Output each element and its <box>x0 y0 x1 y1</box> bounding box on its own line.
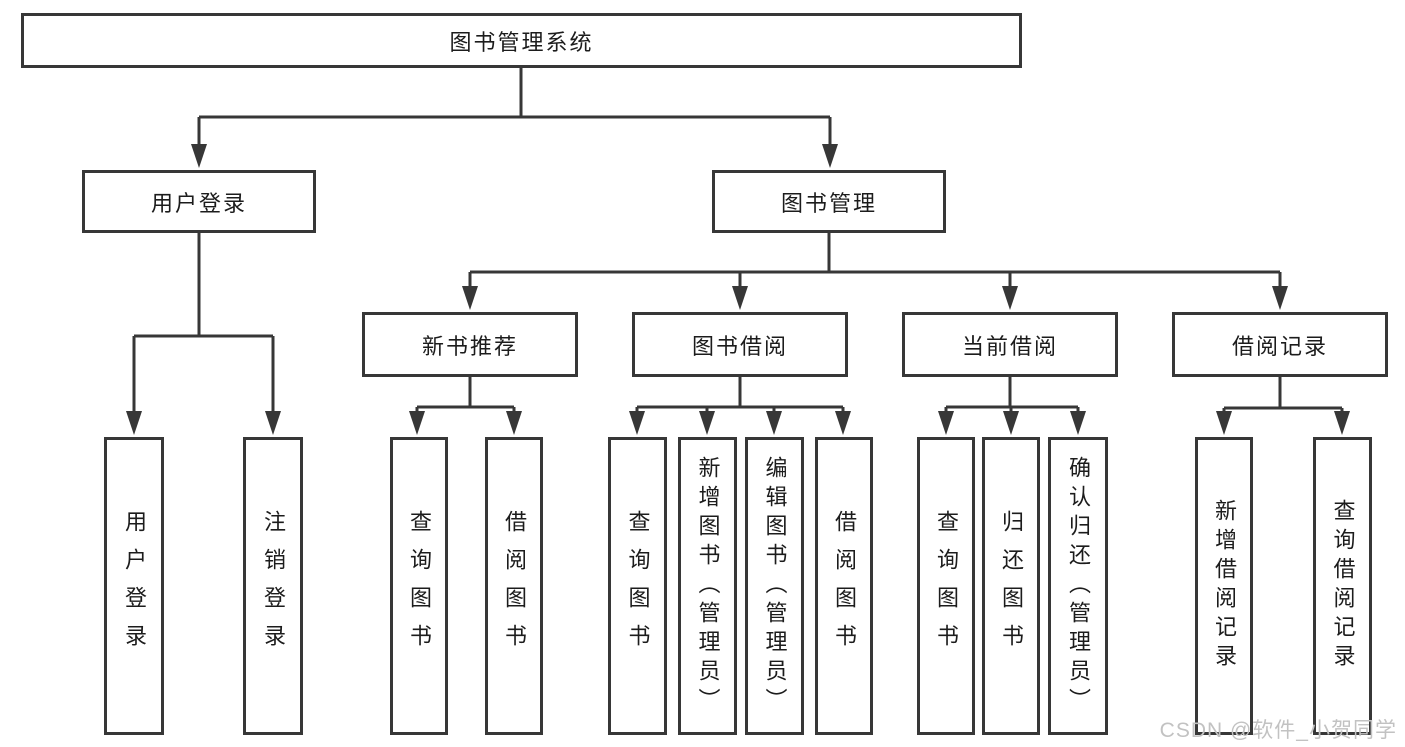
leaf-add-book-admin: 新增图书（管理员） <box>678 437 737 735</box>
leaf-query-book-2: 查询图书 <box>608 437 667 735</box>
leaf-confirm-return-admin: 确认归还（管理员） <box>1048 437 1108 735</box>
arrowheads <box>126 144 1350 435</box>
node-book-management: 图书管理 <box>712 170 946 233</box>
node-root: 图书管理系统 <box>21 13 1022 68</box>
leaf-add-borrow-record: 新增借阅记录 <box>1195 437 1253 735</box>
leaf-edit-book-admin-label: 编辑图书（管理员） <box>762 455 788 717</box>
node-user-login-group: 用户登录 <box>82 170 316 233</box>
node-new-book-recommend: 新书推荐 <box>362 312 578 377</box>
leaf-return-book: 归还图书 <box>982 437 1040 735</box>
leaf-query-book-1-label: 查询图书 <box>407 510 432 662</box>
leaf-borrow-book-1: 借阅图书 <box>485 437 543 735</box>
leaf-query-book-3-label: 查询图书 <box>934 510 959 662</box>
node-current-borrow-label: 当前借阅 <box>961 333 1058 359</box>
leaf-borrow-book-2: 借阅图书 <box>815 437 873 735</box>
leaf-confirm-return-admin-label: 确认归还（管理员） <box>1066 455 1091 717</box>
leaf-query-borrow-record-label: 查询借阅记录 <box>1330 499 1356 673</box>
node-new-book-recommend-label: 新书推荐 <box>421 333 518 359</box>
leaf-borrow-book-2-label: 借阅图书 <box>832 510 857 662</box>
leaf-query-borrow-record: 查询借阅记录 <box>1313 437 1372 735</box>
node-borrow-records: 借阅记录 <box>1172 312 1388 377</box>
leaf-edit-book-admin: 编辑图书（管理员） <box>745 437 804 735</box>
node-book-borrow: 图书借阅 <box>632 312 848 377</box>
leaf-borrow-book-1-label: 借阅图书 <box>502 510 527 662</box>
watermark: CSDN @软件_小贺同学 <box>1159 719 1397 742</box>
node-current-borrow: 当前借阅 <box>902 312 1118 377</box>
node-user-login-group-label: 用户登录 <box>150 190 247 216</box>
leaf-query-book-3: 查询图书 <box>917 437 975 735</box>
leaf-user-login: 用户登录 <box>104 437 164 735</box>
leaf-return-book-label: 归还图书 <box>999 510 1024 662</box>
node-book-borrow-label: 图书借阅 <box>691 333 788 359</box>
leaf-logout: 注销登录 <box>243 437 303 735</box>
leaf-add-book-admin-label: 新增图书（管理员） <box>695 455 721 717</box>
node-borrow-records-label: 借阅记录 <box>1231 333 1328 359</box>
leaf-add-borrow-record-label: 新增借阅记录 <box>1212 499 1237 673</box>
leaf-query-book-1: 查询图书 <box>390 437 448 735</box>
leaf-logout-label: 注销登录 <box>261 510 286 662</box>
leaf-query-book-2-label: 查询图书 <box>625 510 651 662</box>
node-book-management-label: 图书管理 <box>780 190 877 216</box>
node-root-label: 图书管理系统 <box>449 29 594 55</box>
leaf-user-login-label: 用户登录 <box>122 510 147 662</box>
